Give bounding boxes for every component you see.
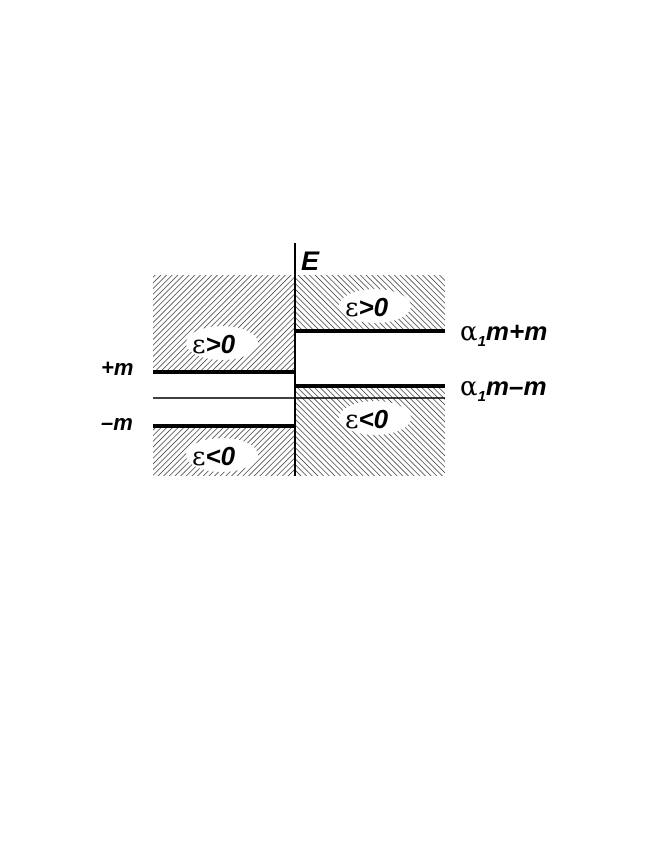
label-bg-left-lower xyxy=(186,438,258,472)
right-lower-region-label: ε<0 xyxy=(345,404,389,435)
label-bg-right-lower xyxy=(339,401,411,435)
alpha-upper-symbol: α xyxy=(460,317,478,347)
right-lower-epsilon: ε xyxy=(345,405,358,435)
label-bg-left-upper xyxy=(186,326,258,360)
alpha-upper-subscript: 1 xyxy=(478,333,486,350)
minus-m-label: –m xyxy=(101,410,133,435)
right-lower-relation: <0 xyxy=(358,404,388,434)
alpha-m-minus-m-label: α1m–m xyxy=(460,371,547,405)
left-upper-relation: >0 xyxy=(205,329,235,359)
label-bg-right-upper xyxy=(339,289,411,323)
alpha-upper-rest: m+m xyxy=(486,316,547,346)
right-upper-epsilon: ε xyxy=(345,293,358,323)
alpha-m-plus-m-label: α1m+m xyxy=(460,316,547,350)
right-upper-relation: >0 xyxy=(358,292,388,322)
left-upper-epsilon: ε xyxy=(192,330,205,360)
plus-m-label: +m xyxy=(101,355,133,380)
energy-axis-label: E xyxy=(301,246,320,276)
left-lower-epsilon: ε xyxy=(192,442,205,472)
left-lower-relation: <0 xyxy=(205,441,235,471)
right-upper-region-label: ε>0 xyxy=(345,292,389,323)
alpha-lower-subscript: 1 xyxy=(478,388,486,405)
alpha-lower-rest: m–m xyxy=(486,371,547,401)
left-upper-region-label: ε>0 xyxy=(192,329,236,360)
alpha-lower-symbol: α xyxy=(460,372,478,402)
left-lower-region-label: ε<0 xyxy=(192,441,236,472)
